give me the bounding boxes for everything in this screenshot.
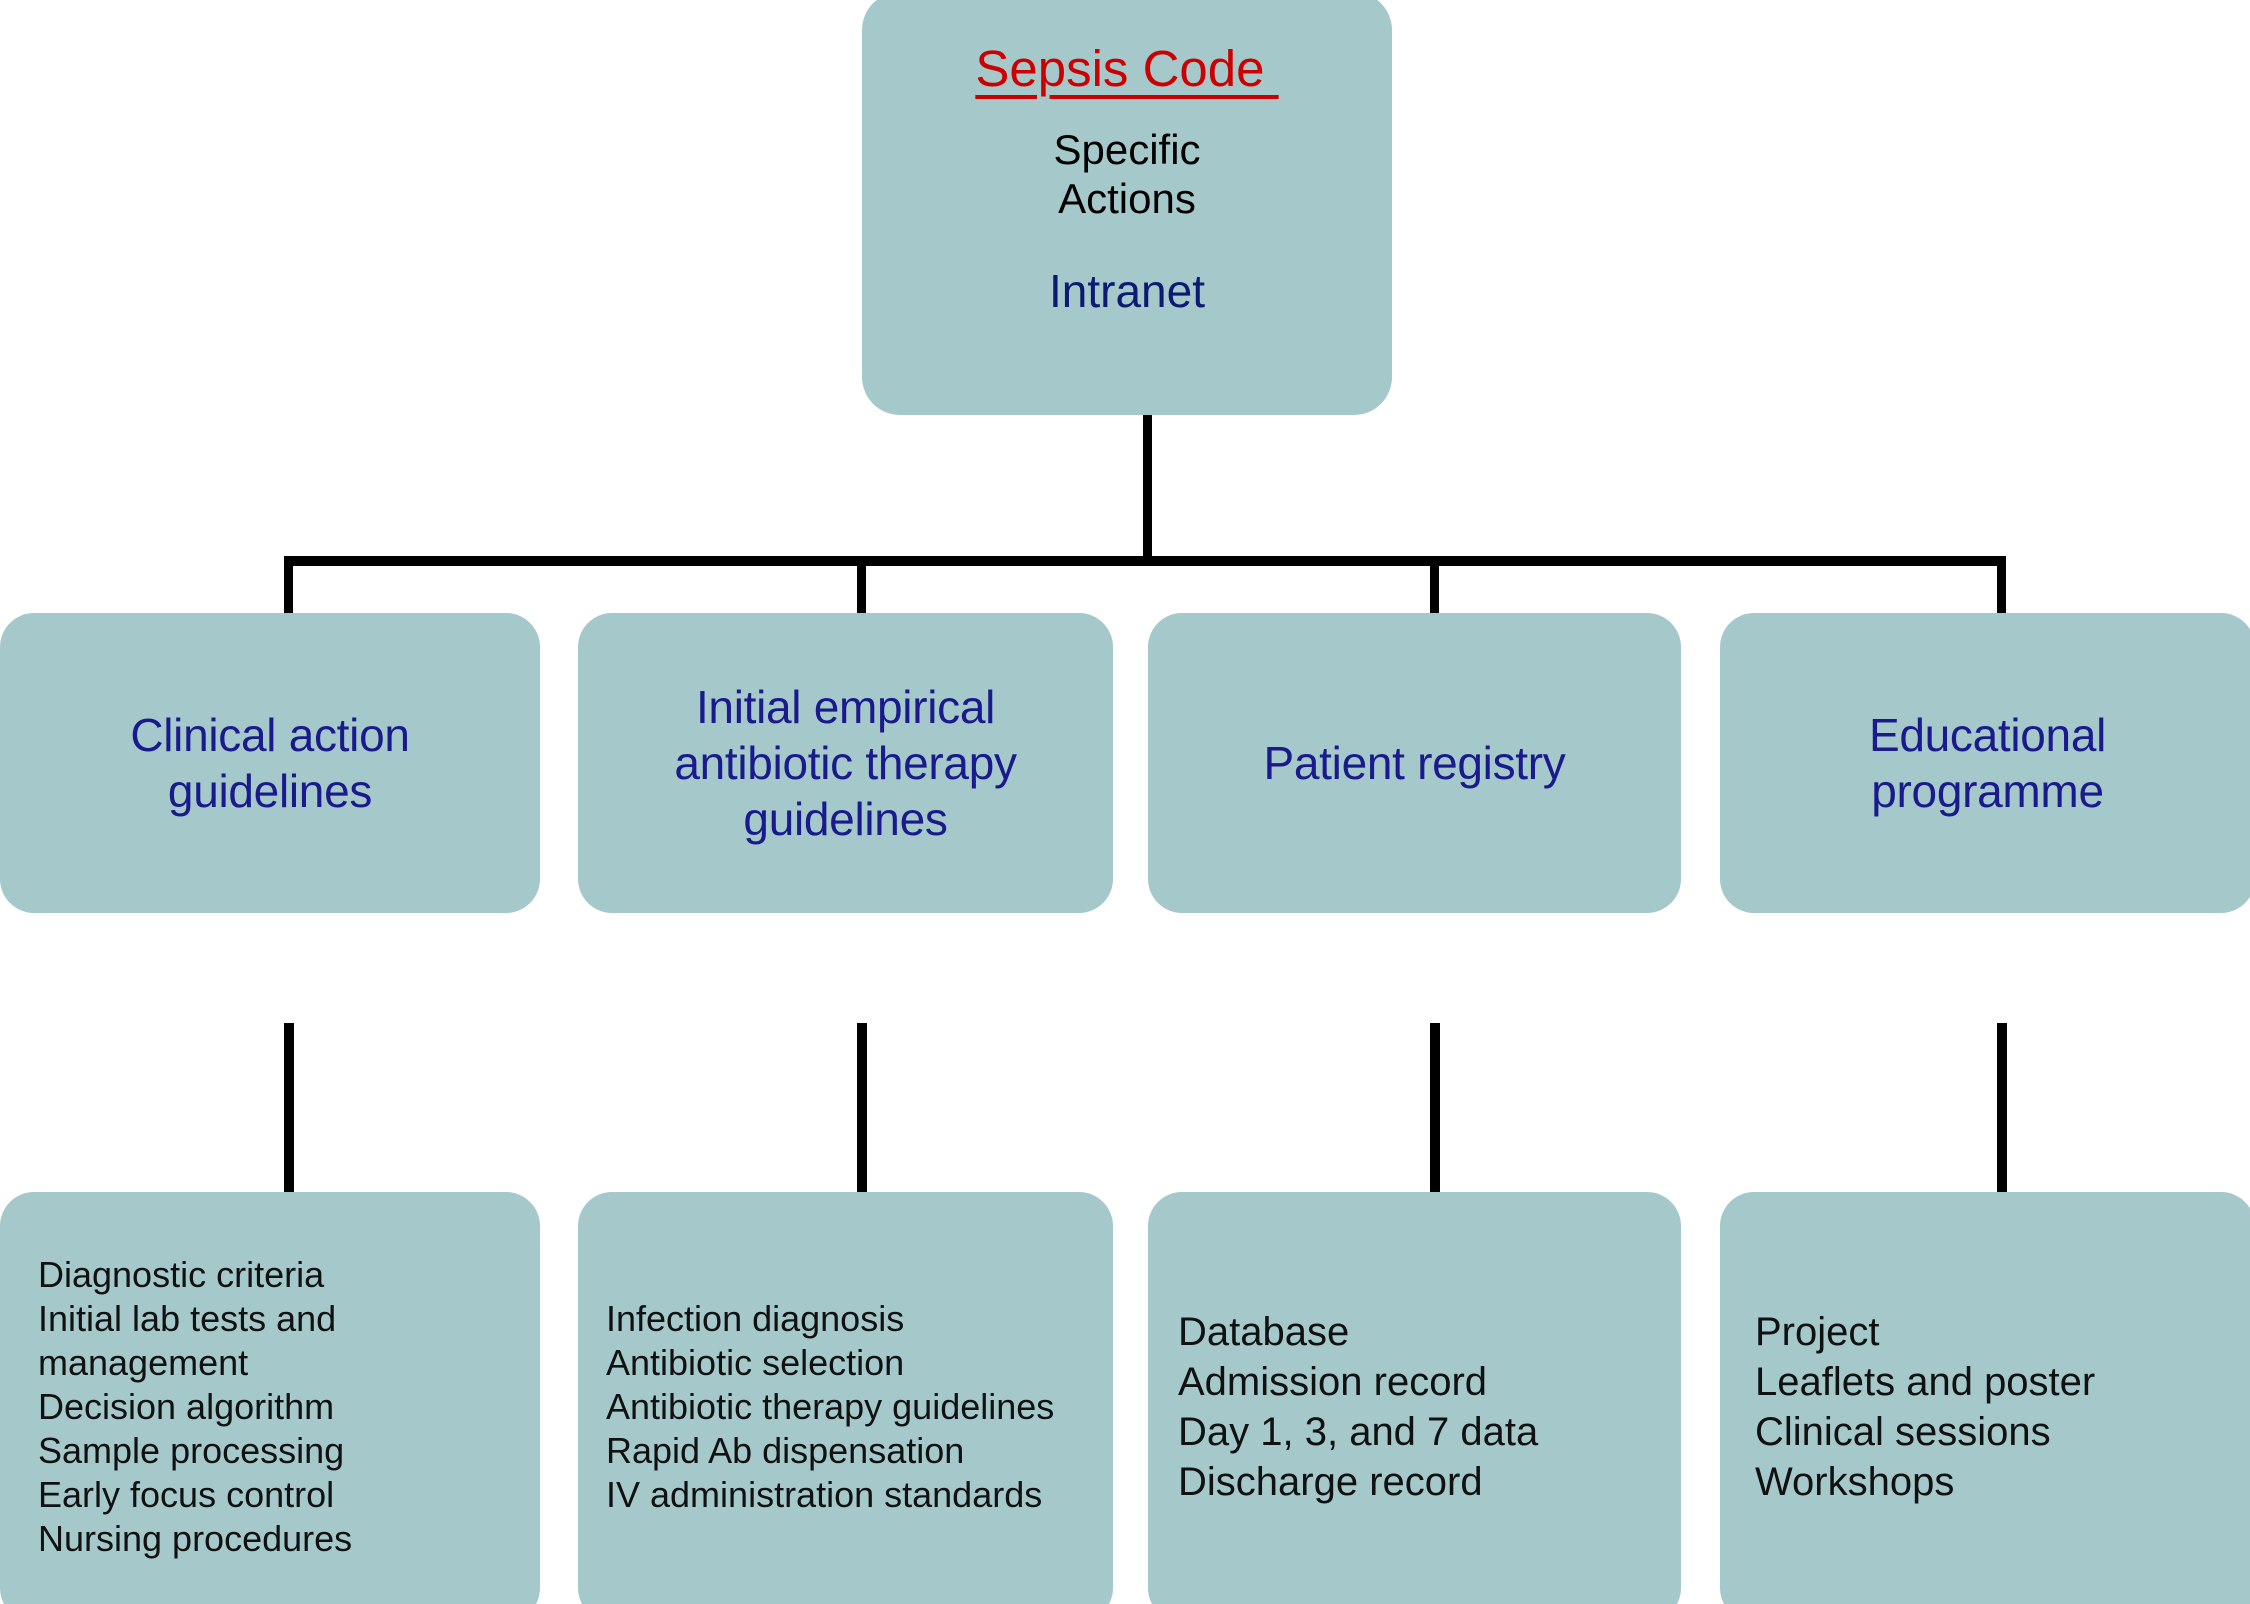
branch-label-line-1: Patient registry [1263,736,1566,789]
list-item: Early focus control [38,1473,335,1515]
node-clinical-action-guidelines: Clinical action guidelines [0,613,540,913]
list-item: Clinical sessions [1755,1410,2051,1454]
detail-list-patient-registry: Database Admission record Day 1, 3, and … [1178,1307,1655,1507]
list-item: Nursing procedures [38,1517,353,1559]
root-subtitle: Specific Actions [1053,125,1200,223]
connector-branch-3-to-details [1430,1023,1440,1199]
list-item: Leaflets and poster [1755,1360,2096,1404]
node-sepsis-code-root: Sepsis Code Specific Actions Intranet [862,0,1392,415]
node-patient-registry: Patient registry [1148,613,1681,913]
connector-branch-2-to-details [857,1023,867,1199]
branch-label-antibiotic-therapy-guidelines: Initial empirical antibiotic therapy gui… [674,679,1017,847]
branch-label-line-3: guidelines [743,793,948,846]
list-item: Discharge record [1178,1460,1483,1504]
detail-list-clinical-action: Diagnostic criteria Initial lab tests an… [38,1253,514,1560]
connector-branch-1-to-details [284,1023,294,1199]
branch-label-clinical-action-guidelines: Clinical action guidelines [130,707,410,819]
list-item: Database [1178,1310,1350,1354]
list-item: IV administration standards [606,1473,1043,1515]
branch-label-line-1: Clinical action [130,708,410,761]
connector-bus-to-branch-4 [1997,556,2006,616]
list-item: Sample processing [38,1429,345,1471]
branch-label-line-2: programme [1871,765,2104,817]
branch-label-line-1: Educational [1868,708,2107,761]
node-patient-registry-details: Database Admission record Day 1, 3, and … [1148,1192,1681,1604]
root-subtitle-line-2: Actions [1058,175,1196,223]
branch-label-line-1: Initial empirical [695,680,996,733]
root-title: Sepsis Code [975,40,1279,97]
list-item: Workshops [1755,1460,1955,1504]
node-antibiotic-therapy-details: Infection diagnosis Antibiotic selection… [578,1192,1113,1604]
list-item: Rapid Ab dispensation [606,1429,965,1471]
root-platform-label: Intranet [1049,265,1205,318]
node-educational-programme-details: Project Leaflets and poster Clinical ses… [1720,1192,2250,1604]
node-educational-programme: Educational programme [1720,613,2250,913]
list-item: Antibiotic therapy guidelines [606,1386,1055,1428]
detail-list-antibiotic-therapy: Infection diagnosis Antibiotic selection… [606,1297,1087,1517]
connector-bus-to-branch-2 [857,556,866,616]
list-item: Admission record [1178,1360,1488,1404]
branch-label-line-2: guidelines [167,765,373,817]
branch-label-patient-registry: Patient registry [1264,735,1566,791]
branch-label-line-2: antibiotic therapy [674,736,1017,789]
list-item: Initial lab tests and management [38,1298,337,1384]
list-item: Antibiotic selection [606,1342,905,1384]
list-item: Decision algorithm [38,1386,335,1428]
root-subtitle-line-1: Specific [1053,126,1201,174]
connector-horizontal-bus [284,556,2006,566]
connector-bus-to-branch-3 [1430,556,1439,616]
list-item: Project [1755,1310,1880,1354]
node-initial-empirical-antibiotic-therapy-guidelines: Initial empirical antibiotic therapy gui… [578,613,1113,913]
node-clinical-action-details: Diagnostic criteria Initial lab tests an… [0,1192,540,1604]
list-item: Diagnostic criteria [38,1254,325,1296]
branch-label-educational-programme: Educational programme [1869,707,2106,819]
list-item: Infection diagnosis [606,1298,905,1340]
list-item: Day 1, 3, and 7 data [1178,1410,1539,1454]
connector-root-to-bus [1143,412,1152,564]
connector-branch-4-to-details [1997,1023,2007,1199]
detail-list-educational-programme: Project Leaflets and poster Clinical ses… [1755,1307,2229,1507]
connector-bus-to-branch-1 [284,556,293,616]
